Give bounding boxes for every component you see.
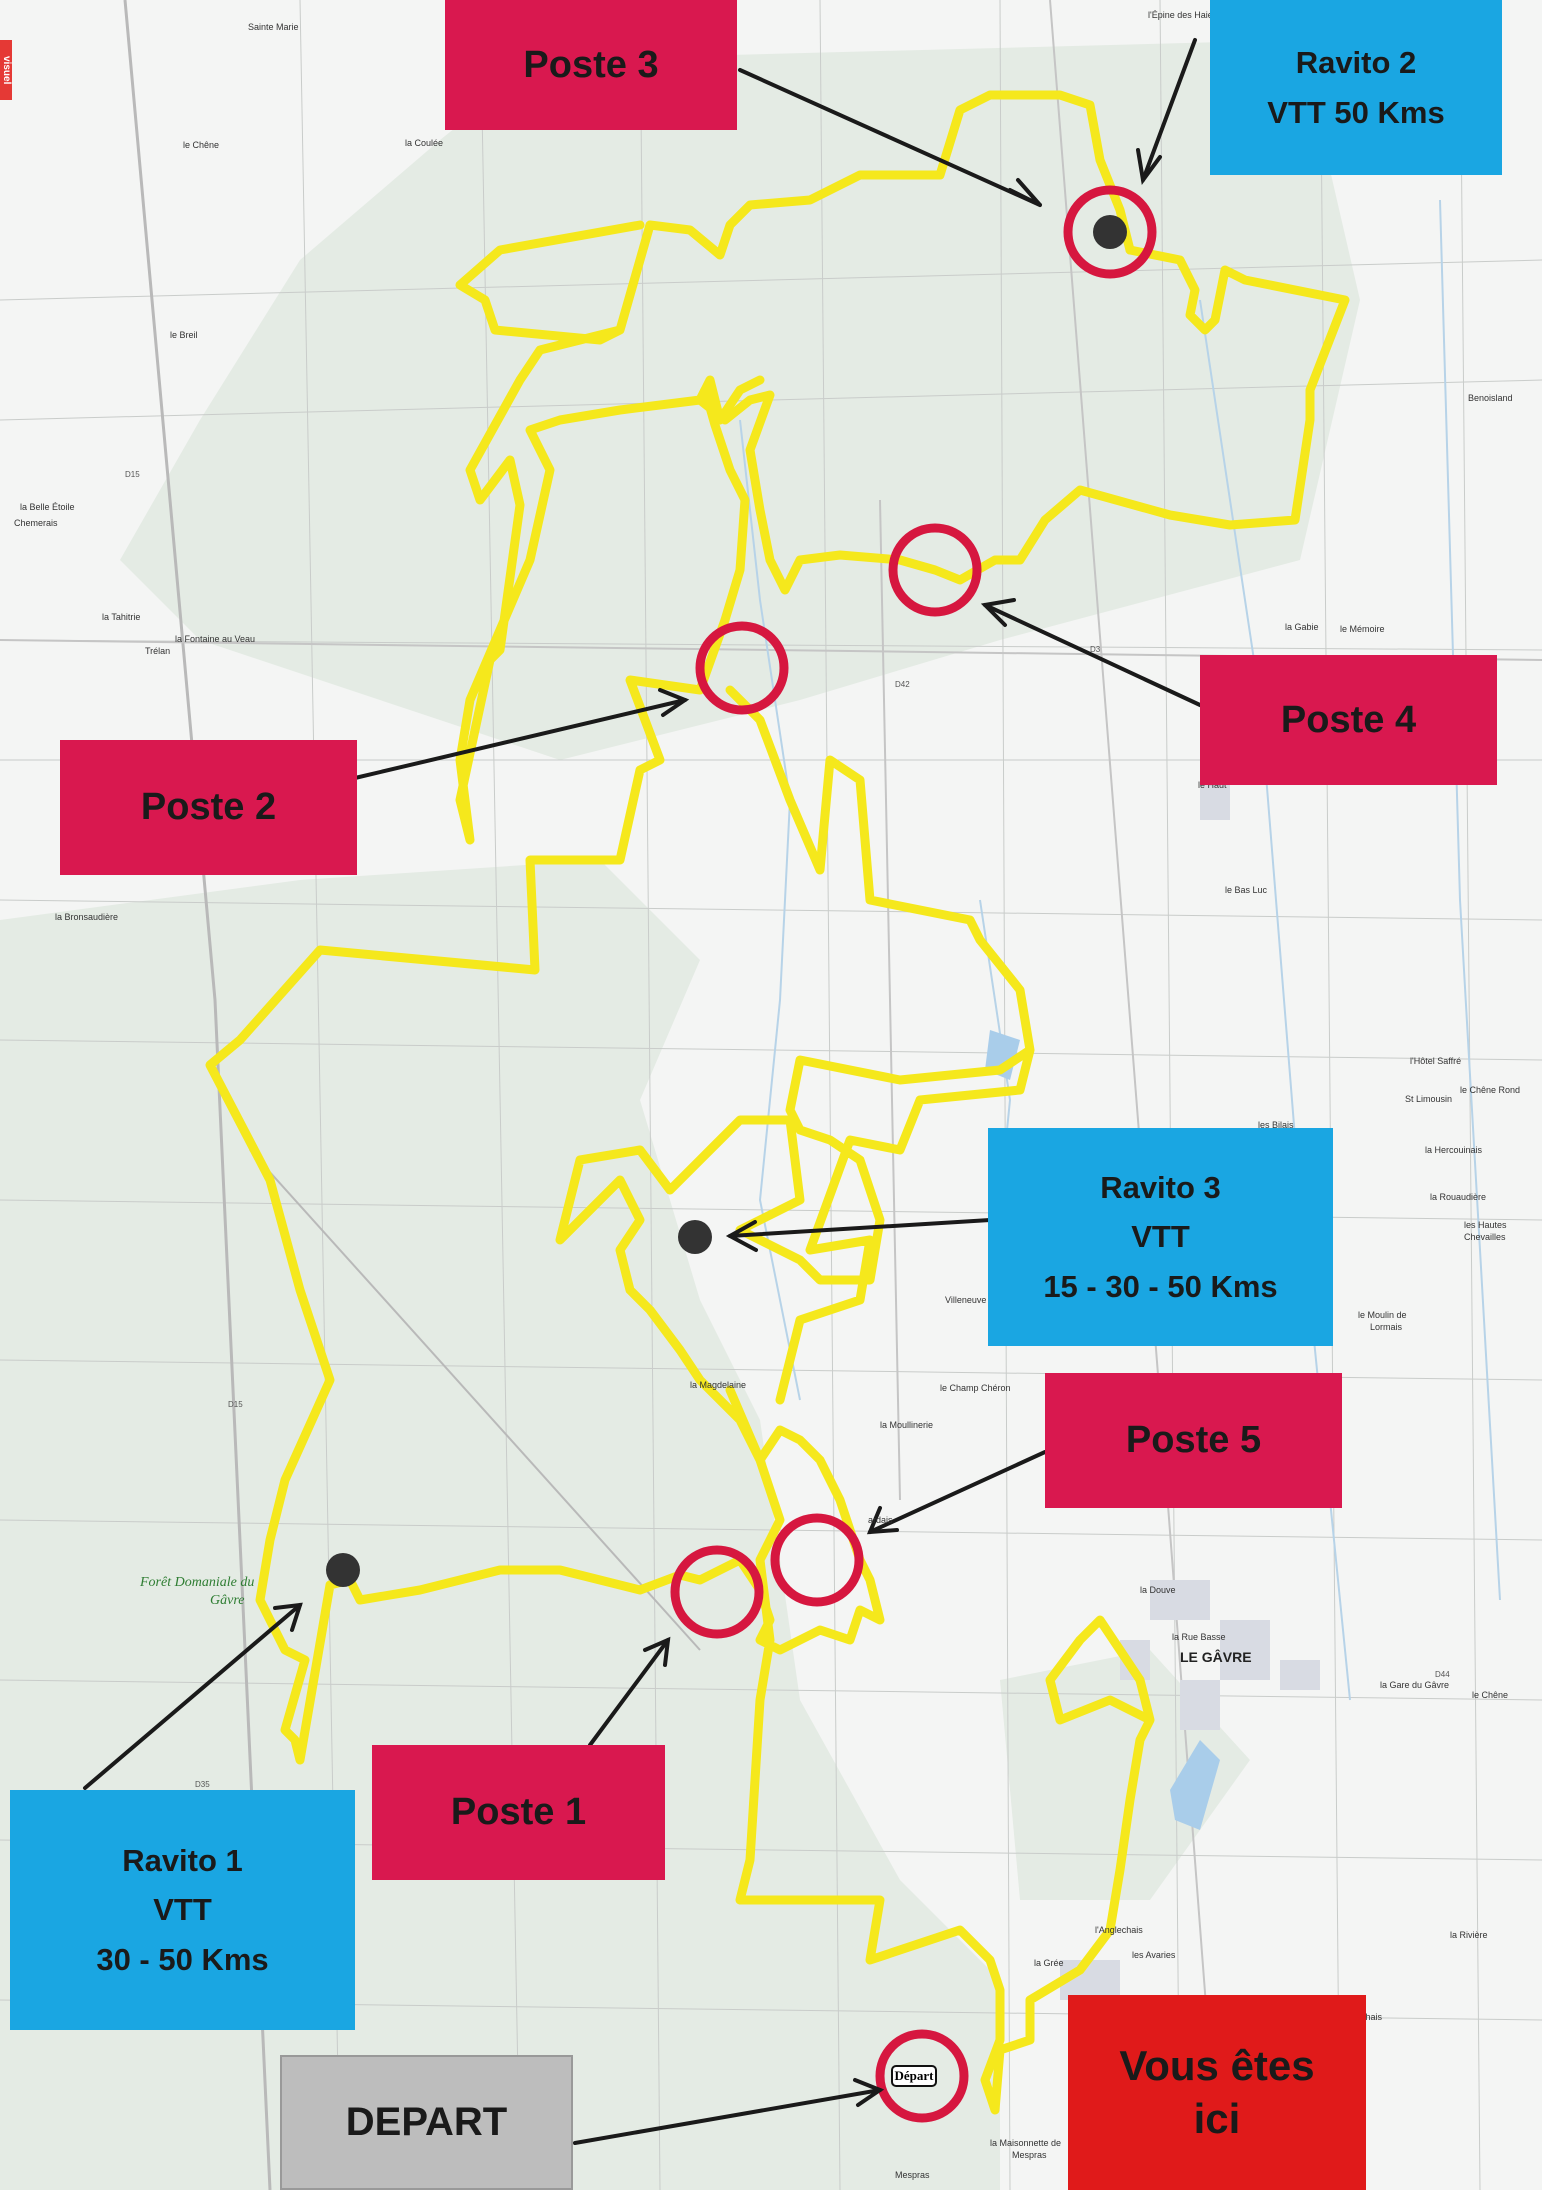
place-la-hercouinais: la Hercouinais — [1425, 1145, 1483, 1155]
pointer-arrows — [83, 38, 1202, 2145]
road-d15-south: D15 — [228, 1400, 243, 1409]
place-sainte-marie: Sainte Marie — [248, 22, 299, 32]
poste-3-label: Poste 3 — [445, 0, 737, 130]
ravito-1-label: Ravito 1 VTT 30 - 50 Kms — [10, 1790, 355, 2030]
road-d35: D35 — [195, 1780, 210, 1789]
place-les-hautes: les Hautes — [1464, 1220, 1507, 1230]
place-chevailles: Chevailles — [1464, 1232, 1506, 1242]
place-le-champ-cheron: le Champ Chéron — [940, 1383, 1011, 1393]
vous-etes-ici-line1: Vous êtes — [1119, 2042, 1315, 2089]
poste-4-label: Poste 4 — [1200, 655, 1497, 785]
place-lormais: Lormais — [1370, 1322, 1403, 1332]
place-la-moullinerie: la Moullinerie — [880, 1420, 934, 1430]
route-trail — [205, 245, 1350, 2115]
place-le-chene-east: le Chêne — [1472, 1690, 1509, 1700]
place-la-douve: la Douve — [1140, 1585, 1176, 1595]
lake — [1170, 1740, 1220, 1830]
poste-2-text: Poste 2 — [140, 786, 277, 828]
place-la-gare-du-gavre: la Gare du Gâvre — [1380, 1680, 1450, 1690]
place-mespras-small: Mespras — [1012, 2150, 1047, 2160]
place-les-bilais: les Bilais — [1258, 1120, 1294, 1130]
poste-2-label: Poste 2 — [60, 740, 357, 875]
road-d3: D3 — [1090, 645, 1101, 654]
poste-5-text: Poste 5 — [1125, 1419, 1262, 1461]
vous-etes-ici-line2: ici — [1193, 2094, 1241, 2142]
poste-1-text: Poste 1 — [450, 1791, 587, 1833]
depart-tag: Départ — [891, 2065, 937, 2087]
place-moulin-de-lormais: le Moulin de — [1358, 1310, 1407, 1320]
place-treland: Trélan — [145, 646, 171, 656]
poste-3-text: Poste 3 — [523, 43, 659, 86]
place-villeneuve: Villeneuve — [945, 1295, 987, 1305]
depart-text: DEPART — [345, 2100, 508, 2144]
place-anglechais: l'Anglechais — [1095, 1925, 1143, 1935]
place-la-tahitrie: la Tahitrie — [102, 612, 141, 622]
edge-mark: visuel — [0, 40, 12, 100]
place-le-gavre: LE GÂVRE — [1180, 1649, 1252, 1665]
ravito-3-line2: VTT — [1131, 1219, 1190, 1255]
ravito-dots — [326, 215, 1127, 1587]
place-bronsaudiere: la Bronsaudière — [55, 912, 119, 922]
place-st-limousin: St Limousin — [1405, 1094, 1453, 1104]
forest-area-north — [120, 40, 1360, 760]
ravito-1-line2: VTT — [153, 1892, 212, 1928]
ravito-1-line1: Ravito 1 — [122, 1842, 243, 1878]
road-d44: D44 — [1435, 1670, 1450, 1679]
place-la-belle-etoile: la Belle Étoile — [20, 502, 75, 512]
place-la-riviere: la Rivière — [1450, 1930, 1488, 1940]
place-chemerais: Chemerais — [14, 518, 58, 528]
place-maisonnette: la Maisonnette de — [990, 2138, 1062, 2148]
ravito-2-line1: Ravito 2 — [1295, 44, 1417, 80]
ravito-2-label: Ravito 2 VTT 50 Kms — [1210, 0, 1502, 175]
ravito-1-line3: 30 - 50 Kms — [96, 1941, 269, 1977]
road-d15-north: D15 — [125, 470, 140, 479]
place-ardais: ardais — [868, 1515, 893, 1525]
place-la-greee: la Grée — [1034, 1958, 1064, 1968]
place-la-gabie: la Gabie — [1285, 622, 1319, 632]
place-le-memoire: le Mémoire — [1340, 624, 1385, 634]
place-epine: l'Épine des Haies — [1148, 10, 1218, 20]
vous-etes-ici-label: Vous êtes ici — [1068, 1995, 1366, 2190]
place-le-chene-rond: le Chêne Rond — [1460, 1085, 1521, 1095]
control-circles — [670, 185, 1157, 2123]
place-le-chene: le Chêne — [183, 140, 220, 150]
place-le-bas-luc: le Bas Luc — [1225, 885, 1268, 895]
ravito-3-label: Ravito 3 VTT 15 - 30 - 50 Kms — [988, 1128, 1333, 1346]
place-fontaine-au-veau: la Fontaine au Veau — [175, 634, 256, 644]
route-trail-north — [455, 90, 1135, 845]
place-le-breil: le Breil — [170, 330, 198, 340]
place-foret-line1: Forêt Domaniale du — [140, 1575, 255, 1590]
ravito-3-line1: Ravito 3 — [1100, 1169, 1221, 1205]
place-hotel-saffre: l'Hôtel Saffré — [1410, 1056, 1462, 1066]
place-la-rue-basse: la Rue Basse — [1172, 1632, 1226, 1642]
poste-5-label: Poste 5 — [1045, 1373, 1342, 1508]
poste-1-label: Poste 1 — [372, 1745, 665, 1880]
place-la-rouaudiere: la Rouaudière — [1430, 1192, 1487, 1202]
place-mespras: Mespras — [895, 2170, 930, 2180]
poste-4-text: Poste 4 — [1280, 698, 1417, 741]
road-d42: D42 — [895, 680, 910, 689]
place-les-avaries: les Avaries — [1132, 1950, 1176, 1960]
place-benoisland: Benoisland — [1468, 393, 1513, 403]
ravito-2-line2: VTT 50 Kms — [1267, 94, 1445, 130]
ravito-3-line3: 15 - 30 - 50 Kms — [1043, 1268, 1278, 1304]
depart-label: DEPART — [280, 2055, 573, 2190]
place-le-haut: le Haut — [1198, 780, 1227, 790]
place-foret-line2: Gâvre — [210, 1593, 245, 1608]
place-la-coulee: la Coulée — [405, 138, 444, 148]
place-la-magdelaine: la Magdelaine — [690, 1380, 747, 1390]
